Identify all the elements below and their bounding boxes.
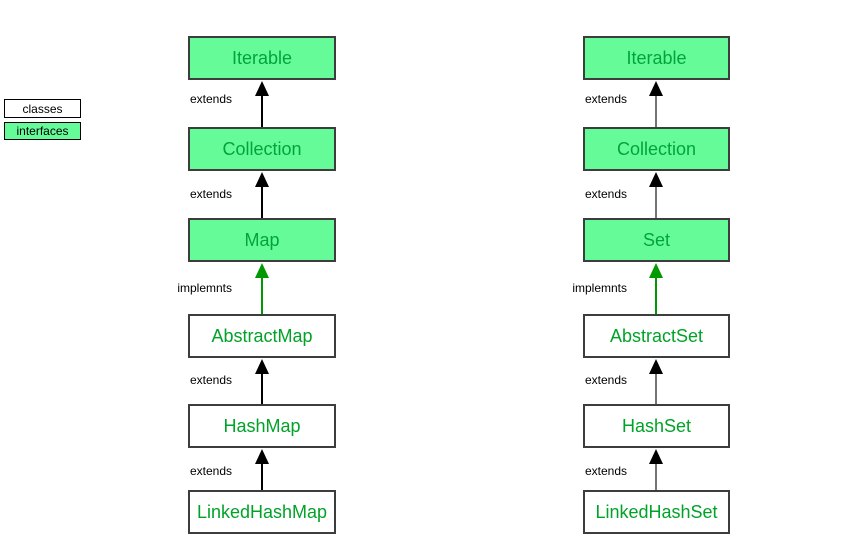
- arrow-line: [261, 84, 263, 127]
- arrow-up-icon: [649, 263, 663, 278]
- extends-arrow: [649, 172, 663, 218]
- legend-classes-label: classes: [22, 101, 63, 116]
- node-label: Map: [244, 229, 280, 250]
- node-map: Map: [188, 218, 336, 262]
- arrow-line: [261, 175, 263, 218]
- arrow-line: [655, 84, 657, 127]
- node-label: AbstractMap: [211, 325, 313, 346]
- extends-arrow: [649, 359, 663, 404]
- node-label: Iterable: [231, 47, 293, 68]
- legend-interfaces-label: interfaces: [16, 124, 69, 138]
- arrow-line: [261, 452, 263, 490]
- edge-label-extends: extends: [584, 187, 627, 201]
- node-linkedhashset: LinkedHashSet: [583, 490, 730, 534]
- node-label: Collection: [222, 138, 302, 159]
- implements-arrow: [649, 263, 663, 314]
- arrow-up-icon: [255, 449, 269, 464]
- extends-arrow: [649, 81, 663, 127]
- extends-arrow: [255, 172, 269, 218]
- arrow-up-icon: [649, 449, 663, 464]
- edge-label-implements: implemnts: [572, 281, 627, 295]
- legend-item-classes: classes: [4, 99, 81, 118]
- implements-arrow: [255, 263, 269, 314]
- arrow-up-icon: [649, 172, 663, 187]
- arrow-up-icon: [255, 81, 269, 96]
- arrow-line: [655, 266, 657, 314]
- node-label: AbstractSet: [609, 325, 704, 346]
- arrow-line: [261, 362, 263, 404]
- extends-arrow: [255, 449, 269, 490]
- arrow-line: [261, 266, 263, 314]
- arrow-line: [655, 175, 657, 218]
- arrow-up-icon: [255, 172, 269, 187]
- node-set: Set: [583, 218, 730, 262]
- node-label: HashSet: [621, 415, 692, 436]
- extends-arrow: [649, 449, 663, 490]
- node-label: Iterable: [626, 47, 687, 68]
- edge-label-implements: implemnts: [177, 281, 232, 295]
- node-label: HashMap: [223, 415, 301, 436]
- edge-label-extends: extends: [584, 464, 627, 478]
- arrow-up-icon: [255, 263, 269, 278]
- node-label: LinkedHashSet: [595, 501, 718, 522]
- edge-label-extends: extends: [189, 92, 232, 106]
- edge-label-extends: extends: [584, 92, 627, 106]
- node-hashset: HashSet: [583, 404, 730, 448]
- node-collection-right: Collection: [583, 127, 730, 171]
- node-label: Collection: [616, 138, 697, 159]
- arrow-line: [655, 452, 657, 490]
- node-collection-left: Collection: [188, 127, 336, 171]
- extends-arrow: [255, 81, 269, 127]
- arrow-up-icon: [649, 81, 663, 96]
- node-abstractset: AbstractSet: [583, 314, 730, 358]
- arrow-line: [655, 362, 657, 404]
- legend-item-interfaces: interfaces: [4, 122, 81, 140]
- node-iterable-right: Iterable: [583, 36, 730, 80]
- node-abstractmap: AbstractMap: [188, 314, 336, 358]
- arrow-up-icon: [255, 359, 269, 374]
- node-hashmap: HashMap: [188, 404, 336, 448]
- node-linkedhashmap: LinkedHashMap: [188, 490, 336, 534]
- arrow-up-icon: [649, 359, 663, 374]
- edge-label-extends: extends: [189, 187, 232, 201]
- edge-label-extends: extends: [189, 373, 232, 387]
- edge-label-extends: extends: [584, 373, 627, 387]
- node-iterable-left: Iterable: [188, 36, 336, 80]
- node-label: Set: [642, 229, 671, 250]
- extends-arrow: [255, 359, 269, 404]
- edge-label-extends: extends: [189, 464, 232, 478]
- node-label: LinkedHashMap: [196, 501, 328, 522]
